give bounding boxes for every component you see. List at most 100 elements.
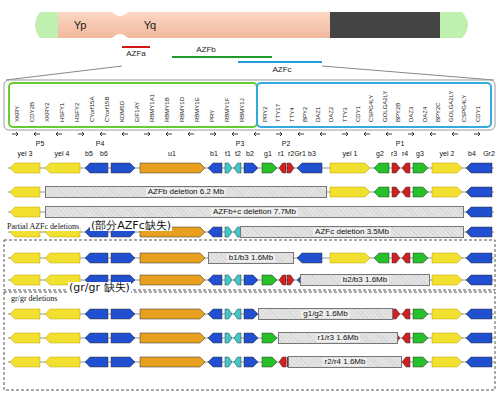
amplicon-arrow (413, 357, 428, 367)
gene-tick (122, 132, 128, 136)
gene-name: CDY1 (475, 106, 481, 122)
amplicon-arrow (234, 275, 241, 285)
gene-name: DAZ4 (422, 107, 428, 122)
amplicon-arrow (244, 357, 258, 367)
amplicon-arrow (402, 253, 410, 263)
amplicon-arrow (111, 309, 135, 319)
amplicon-arrow (234, 333, 241, 343)
gene-name: CYorf15B (104, 97, 110, 122)
gene-name: TTY17 (275, 104, 281, 122)
gene-panel (4, 80, 495, 130)
deletion-box: AZFb deletion 6.2 Mb (45, 186, 327, 198)
chromosome-label: AZFa (126, 50, 146, 58)
amplicon-arrow (432, 253, 462, 263)
gene-name: GOLGA2LY (448, 90, 454, 122)
azfc-bar (238, 61, 322, 63)
gene-name: CSPG4LY (368, 95, 374, 122)
gene-name: KDM5D (119, 101, 125, 122)
amplicon-arrow (374, 187, 389, 197)
gene-name: RBMY1B (164, 97, 170, 122)
amplicon-arrow (413, 253, 428, 263)
amplicon-arrow (140, 309, 205, 319)
amplicon-label: yel 4 (55, 150, 70, 157)
deletion-label: AZFc deletion 3.5Mb (313, 228, 391, 236)
amplicon-label: r4 (402, 150, 408, 157)
amplicon-arrow (466, 309, 492, 319)
amplicon-label: g2 (376, 150, 384, 157)
amplicon-label: g3 (416, 150, 424, 157)
azfb-bar (172, 56, 272, 58)
gene-tick (188, 132, 194, 136)
amplicon-arrow (392, 163, 400, 173)
gene-name: HSFY1 (59, 103, 65, 122)
palindrome-label: P5 (36, 140, 45, 147)
amplicon-label: r2 (288, 150, 294, 157)
amplicon-arrow (279, 357, 286, 367)
gene-tick (342, 132, 348, 136)
azfa-bar (122, 46, 150, 48)
amplicon-label: b2 (246, 150, 254, 157)
amplicon-arrow (330, 253, 370, 263)
amplicon-arrow (262, 163, 277, 173)
amplicon-label: t1 (225, 150, 231, 157)
gene-tick (34, 132, 40, 136)
amplicon-label: g1 (264, 150, 272, 157)
gene-name: RBMY1F (224, 98, 230, 122)
amplicon-arrow (432, 309, 462, 319)
gene-tick (452, 132, 458, 136)
amplicon-label: Gr1 (294, 150, 306, 157)
gene-tick (78, 132, 84, 136)
gene-tick (254, 132, 260, 136)
gene-region-box: PRY2TTY17TTY4BPY2DAZ1DAZ2TTY3CDY1CSPG4LY… (256, 82, 492, 128)
amplicon-arrow (466, 163, 492, 173)
deletion-box: r2/r4 1.6Mb (288, 356, 402, 368)
palindrome-label: P2 (282, 140, 291, 147)
amplicon-arrow (45, 333, 80, 343)
gene-name: RBMY1J (239, 98, 245, 122)
amplicon-arrow (402, 333, 410, 343)
amplicon-arrow (140, 333, 205, 343)
amplicon-arrow (466, 227, 492, 237)
amplicon-label: Gr2 (483, 150, 495, 157)
amplicon-arrow (413, 187, 428, 197)
amplicon-arrow (10, 275, 40, 285)
amplicon-arrow (225, 309, 232, 319)
amplicon-arrow (413, 333, 428, 343)
gene-name: DAZ2 (328, 107, 334, 122)
amplicon-arrow (234, 357, 241, 367)
group-box (4, 292, 495, 390)
amplicon-label: yel 3 (18, 150, 33, 157)
amplicon-label: b6 (100, 150, 108, 157)
gene-tick (474, 132, 480, 136)
group-label: Partial AZFc deletions (6, 223, 80, 231)
amplicon-label: b4 (468, 150, 476, 157)
gene-tick (56, 132, 62, 136)
deletion-label: b1/b3 1.6Mb (227, 254, 275, 262)
gene-name: TTY4 (289, 107, 295, 122)
amplicon-arrow (140, 275, 205, 285)
gene-name: BPY2B (395, 103, 401, 122)
gene-tick (364, 132, 370, 136)
deletion-box: AZFc deletion 3.5Mb (240, 226, 464, 238)
deletion-box: g1/g2 1.6Mb (258, 308, 393, 320)
amplicon-arrow (279, 275, 286, 285)
amplicon-arrow (287, 275, 294, 285)
amplicon-label: b3 (308, 150, 316, 157)
amplicon-arrow (413, 163, 428, 173)
deletion-label: r1/r3 1.6Mb (316, 334, 361, 342)
amplicon-arrow (244, 163, 258, 173)
amplicon-arrow (432, 163, 462, 173)
amplicon-arrow (10, 253, 40, 263)
amplicon-arrow (466, 357, 492, 367)
amplicon-arrow (432, 275, 462, 285)
gene-tick (386, 132, 392, 136)
amplicon-arrow (85, 253, 108, 263)
group-label: (部分AZFc缺失) (90, 220, 172, 231)
gene-name: PRY2 (262, 106, 268, 122)
amplicon-arrow (208, 227, 222, 237)
gene-name: RBMY1D (179, 97, 185, 122)
amplicon-arrow (85, 163, 108, 173)
amplicon-arrow (466, 253, 492, 263)
yp-tip (35, 12, 60, 38)
amplicon-arrow (374, 253, 389, 263)
